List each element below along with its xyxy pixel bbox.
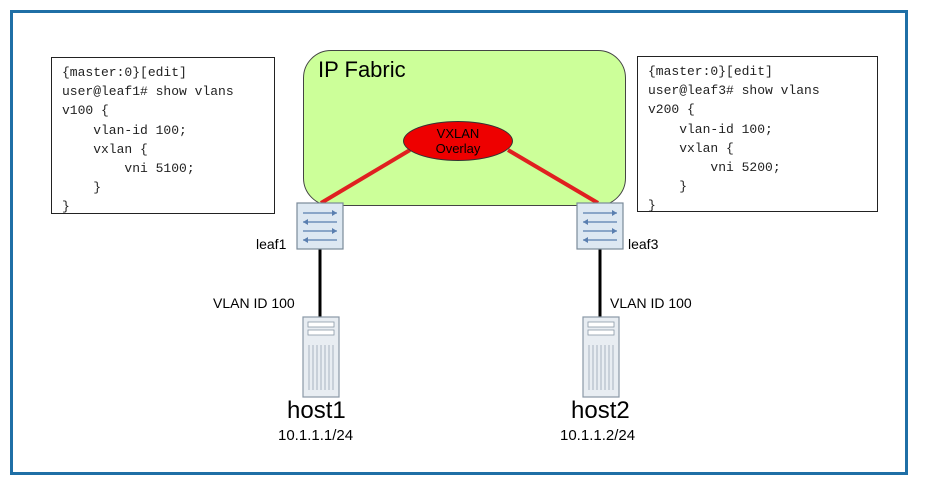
config-line: vlan-id 100;: [648, 121, 773, 137]
vxlan-overlay-label-line2: Overlay: [435, 141, 481, 156]
config-line: }: [62, 180, 102, 196]
vxlan-overlay-label-line1: VXLAN: [436, 126, 480, 141]
server-icon-host1: [302, 316, 340, 398]
config-line: {master:0}[edit]: [62, 65, 187, 80]
config-line: {master:0}[edit]: [648, 64, 773, 79]
ip-fabric-label: IP Fabric: [318, 57, 406, 82]
vlan-id-label-left: VLAN ID 100: [213, 295, 295, 311]
config-line: user@leaf1# show vlans: [62, 84, 234, 100]
host1-name: host1: [287, 397, 346, 424]
leaf1-label: leaf1: [256, 236, 287, 252]
host2-name: host2: [571, 397, 630, 424]
config-line: user@leaf3# show vlans: [648, 83, 820, 99]
host1-ip: 10.1.1.1/24: [278, 427, 354, 444]
config-line: v200 {: [648, 102, 695, 118]
config-line: }: [62, 199, 70, 215]
switch-icon-leaf1: [296, 202, 344, 250]
vlan-id-label-right: VLAN ID 100: [610, 295, 692, 311]
config-line: vni 5200;: [648, 160, 781, 176]
leaf3-label: leaf3: [628, 236, 659, 252]
server-icon-host2: [582, 316, 620, 398]
host2-ip: 10.1.1.2/24: [560, 427, 636, 444]
config-line: vni 5100;: [62, 161, 195, 177]
tunnel-line-left: [319, 148, 412, 205]
config-line: vlan-id 100;: [62, 122, 187, 138]
config-line: }: [648, 179, 688, 195]
vxlan-overlay-ellipse: VXLAN Overlay: [403, 121, 513, 161]
config-line: vxlan {: [62, 141, 148, 157]
switch-icon-leaf3: [576, 202, 624, 250]
tunnel-line-right: [506, 148, 600, 205]
config-line: vxlan {: [648, 140, 734, 156]
config-box-leaf3: {master:0}[edit] user@leaf3# show vlans …: [637, 56, 878, 214]
config-box-leaf1: {master:0}[edit] user@leaf1# show vlans …: [51, 57, 275, 214]
config-line: }: [648, 198, 656, 214]
config-line: v100 {: [62, 103, 109, 119]
